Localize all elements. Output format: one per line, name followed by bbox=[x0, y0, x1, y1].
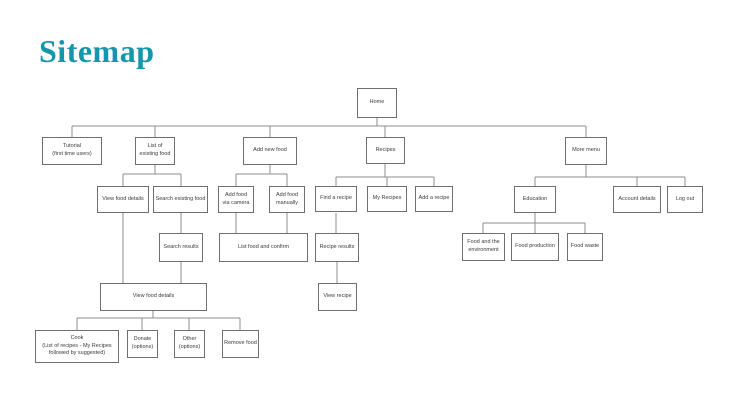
node-donate: Donate (options) bbox=[127, 330, 158, 358]
node-add-food-manually: Add food manually bbox=[269, 186, 305, 213]
node-more-menu: More menu bbox=[565, 137, 607, 165]
node-view-food-details-full: View food details bbox=[100, 283, 207, 311]
node-recipes: Recipes bbox=[366, 137, 405, 164]
node-search-existing-food: Search existing food bbox=[153, 186, 208, 213]
connector-details-actions-branch bbox=[76, 311, 241, 330]
node-cook: Cook (List of recipes - My Recipes follo… bbox=[35, 330, 119, 363]
node-other: Other (options) bbox=[174, 330, 205, 358]
node-account-details: Account details bbox=[613, 186, 661, 213]
connector-list-existing-food-branch bbox=[122, 165, 182, 186]
node-search-results: Search results bbox=[159, 233, 203, 262]
node-add-food-via-camera: Add food via camera bbox=[218, 186, 254, 213]
node-tutorial: Tutorial (first time users) bbox=[42, 137, 102, 165]
node-add-a-recipe: Add a recipe bbox=[415, 186, 453, 212]
node-list-food-and-confirm: List food and confirm bbox=[219, 233, 308, 262]
node-list-existing-food: List of existing food bbox=[135, 137, 175, 165]
page-title: Sitemap bbox=[39, 33, 155, 69]
node-log-out: Log out bbox=[667, 186, 703, 213]
connector-more-menu-branch bbox=[534, 165, 686, 186]
connector-education-branch bbox=[482, 213, 586, 233]
connector-add-new-food-branch bbox=[235, 165, 288, 186]
node-food-waste: Food waste bbox=[567, 233, 603, 261]
node-remove-food: Remove food bbox=[222, 330, 259, 358]
node-my-recipes: My Recipes bbox=[367, 186, 407, 212]
node-recipe-results: Recipe results bbox=[315, 233, 359, 262]
node-add-new-food: Add new food bbox=[243, 137, 297, 165]
connector-recipes-branch bbox=[335, 164, 435, 186]
node-view-food-details: View food details bbox=[97, 186, 149, 213]
node-home: Home bbox=[357, 88, 397, 118]
node-education: Education bbox=[514, 186, 556, 213]
node-view-recipe: View recipe bbox=[318, 283, 357, 311]
node-food-production: Food production bbox=[511, 233, 559, 261]
connector-home-to-level1 bbox=[71, 118, 587, 137]
node-food-and-the-environment: Food and the environment bbox=[462, 233, 505, 261]
node-find-a-recipe: Find a recipe bbox=[315, 186, 357, 212]
